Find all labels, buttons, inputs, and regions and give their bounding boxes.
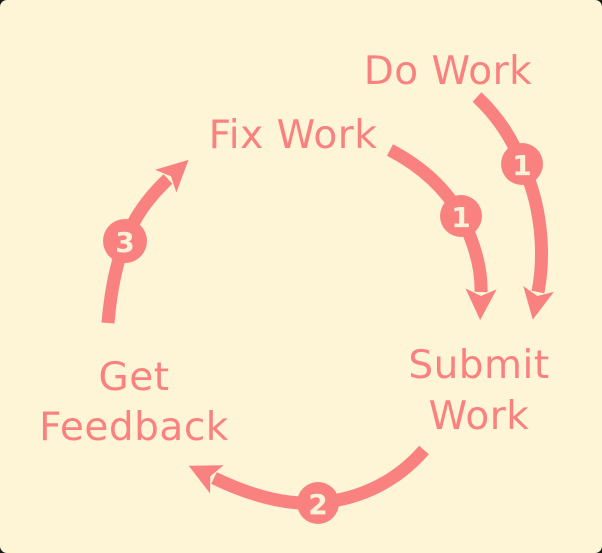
badge-step-1-fix-work: 1: [440, 195, 482, 237]
badge-circle: [297, 482, 339, 524]
node-label-get-feedback: Get Feedback: [39, 355, 229, 450]
badge-circle: [103, 219, 147, 263]
badge-circle: [501, 143, 543, 185]
node-label-get-feedback-line2: Feedback: [39, 405, 229, 450]
node-label-submit-work: Submit Work: [408, 343, 549, 439]
badge-number: 3: [115, 226, 134, 259]
node-label-do-work: Do Work: [364, 49, 533, 94]
badge-number: 1: [451, 201, 470, 234]
badge-step-3: 3: [103, 219, 147, 263]
node-label-get-feedback-line1: Get: [98, 355, 169, 400]
node-label-submit-work-line1: Submit: [408, 343, 549, 388]
badge-step-1-do-work: 1: [501, 143, 543, 185]
badge-step-2: 2: [297, 482, 339, 524]
badge-number: 1: [512, 149, 531, 182]
edge-do-work-to-submit-work: [472, 92, 554, 320]
badge-circle: [440, 195, 482, 237]
node-label-submit-work-line2: Work: [429, 394, 530, 439]
node-label-fix-work: Fix Work: [209, 113, 378, 158]
badge-number: 2: [308, 488, 327, 521]
